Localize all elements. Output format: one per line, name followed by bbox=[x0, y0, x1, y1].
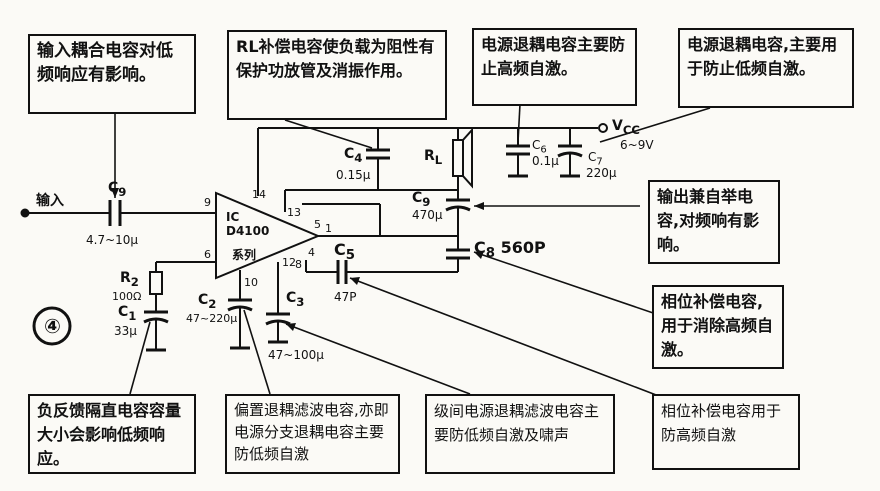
note-supply-hf: 电源退耦电容主要防止高频自激。 bbox=[472, 28, 637, 106]
speaker-cone bbox=[462, 127, 473, 189]
figure-number-circle bbox=[32, 306, 72, 346]
ic-d4100-symbol bbox=[215, 191, 321, 280]
c9-output-name: C9 bbox=[412, 190, 431, 209]
c3-value: 47~100μ bbox=[268, 348, 324, 362]
note-interstage-decoupling: 级间电源退耦滤波电容主要防低频自激及啸声 bbox=[425, 394, 615, 474]
c6-value: 0.1μ bbox=[532, 154, 559, 168]
ic-label: IC bbox=[226, 210, 240, 224]
c2-value: 47~220μ bbox=[186, 312, 238, 325]
c7-name: C7 bbox=[588, 150, 603, 168]
c7-plate-b bbox=[557, 151, 583, 158]
r2-value: 100Ω bbox=[112, 290, 142, 303]
pin-5-label: 5 bbox=[314, 218, 321, 231]
pin-12-label: 12 bbox=[282, 256, 296, 269]
leader-supply-hf bbox=[517, 103, 521, 143]
leader-feedback bbox=[129, 321, 151, 395]
leader-rl-compensation bbox=[284, 119, 373, 149]
note-input-coupling: 输入耦合电容对低频响应有影响。 bbox=[28, 34, 196, 114]
arrowhead-interstage bbox=[286, 323, 296, 331]
figure-number: ④ bbox=[44, 314, 61, 338]
leader-c8 bbox=[473, 251, 663, 317]
pin-10-label: 10 bbox=[244, 276, 258, 289]
note-rl-compensation: RL补偿电容使负载为阻性有保护功放管及消振作用。 bbox=[227, 30, 447, 120]
pin-1-label: 1 bbox=[325, 222, 332, 235]
c9-out-plate-b bbox=[445, 205, 471, 212]
note-bias-decoupling: 偏置退耦滤波电容,亦即电源分支退耦电容主要防低频自激 bbox=[225, 394, 400, 474]
pin-6-label: 6 bbox=[204, 248, 211, 261]
note-c5-compensation: 相位补偿电容用于防高频自激 bbox=[652, 394, 800, 470]
c3-name: C3 bbox=[286, 290, 305, 309]
c5-value: 47P bbox=[334, 290, 357, 304]
pin-13-label: 13 bbox=[287, 206, 301, 219]
r2-resistor bbox=[149, 271, 163, 295]
note-supply-lf: 电源退耦电容,主要用于防止低频自激。 bbox=[678, 28, 854, 108]
c9-input-value: 4.7~10μ bbox=[86, 233, 139, 247]
c7-value: 220μ bbox=[586, 166, 617, 180]
rl-label: RL bbox=[424, 148, 443, 167]
ic-model: D4100 bbox=[226, 224, 270, 238]
leader-c5 bbox=[349, 277, 665, 399]
c9-input-name: C9 bbox=[108, 180, 127, 199]
c4-value: 0.15μ bbox=[336, 168, 371, 182]
c1-name: C1 bbox=[118, 304, 137, 323]
vcc-range: 6~9V bbox=[620, 138, 654, 152]
c5-name: C5 bbox=[334, 240, 356, 264]
note-feedback-cap: 负反馈隔直电容容量大小会影响低频响应。 bbox=[28, 394, 196, 474]
c4-name: C4 bbox=[344, 146, 363, 165]
c1-value: 33μ bbox=[114, 324, 137, 338]
r2-name: R2 bbox=[120, 270, 139, 289]
arrowhead-c8 bbox=[474, 251, 484, 259]
ic-series: 系列 bbox=[232, 248, 257, 262]
arrowhead-bootstrap bbox=[474, 202, 484, 210]
leader-bias bbox=[243, 309, 271, 395]
arrowhead-input bbox=[111, 188, 119, 198]
c6-name: C6 bbox=[532, 138, 547, 156]
note-bootstrap: 输出兼自举电容,对频响有影响。 bbox=[648, 180, 780, 264]
c3-plate-b bbox=[265, 319, 291, 326]
input-label: 输入 bbox=[36, 193, 64, 209]
c9-output-value: 470μ bbox=[412, 208, 443, 222]
c1-plate-b bbox=[143, 317, 169, 324]
c2-plate-b bbox=[227, 305, 253, 312]
pin-9-label: 9 bbox=[204, 196, 211, 209]
leader-supply-lf bbox=[599, 107, 711, 143]
pin-4-label: 4 bbox=[308, 246, 315, 259]
arrowhead-c5 bbox=[350, 277, 360, 285]
speaker-coil bbox=[452, 139, 464, 177]
input-terminal bbox=[20, 208, 30, 218]
leader-interstage bbox=[285, 323, 471, 395]
vcc-label: VCC bbox=[612, 118, 640, 137]
c2-name: C2 bbox=[198, 292, 217, 311]
vcc-terminal bbox=[598, 123, 608, 133]
pin-8-label: 8 bbox=[295, 258, 302, 271]
pin-14-label: 14 bbox=[252, 188, 266, 201]
note-c8-compensation: 相位补偿电容,用于消除高频自激。 bbox=[652, 285, 784, 369]
c8-label: C8 560P bbox=[474, 238, 546, 262]
